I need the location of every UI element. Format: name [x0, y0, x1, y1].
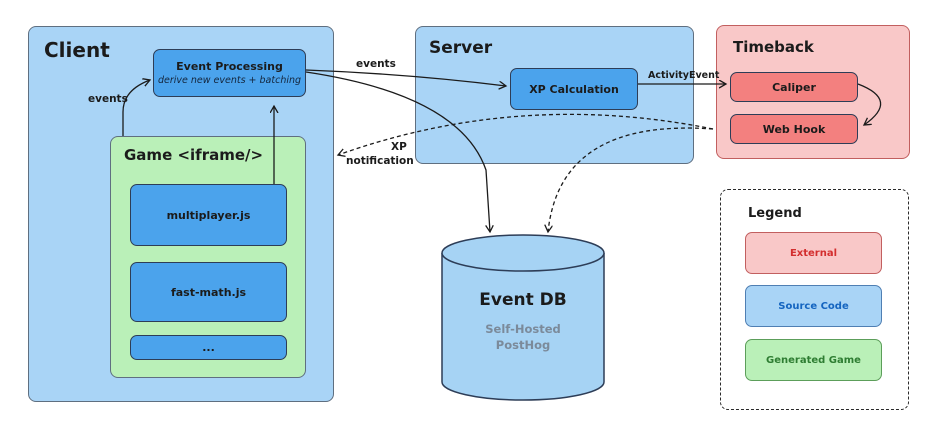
- event-processing-subtitle: derive new events + batching: [157, 75, 302, 86]
- events-client-label: events: [88, 93, 128, 105]
- timeback-group-title: Timeback: [733, 38, 814, 56]
- edge-xp-notification: [338, 113, 714, 155]
- caliper-node: Caliper: [730, 72, 858, 102]
- legend-title: Legend: [748, 206, 802, 221]
- xp-notification-label-line2: notification: [346, 155, 414, 167]
- xp-calculation-node: XP Calculation: [510, 68, 638, 110]
- edge-webhook-to-db: [548, 127, 714, 232]
- activity-event-label: ActivityEvent: [648, 70, 720, 81]
- event-processing-node: Event Processing derive new events + bat…: [153, 49, 306, 97]
- web-hook-node: Web Hook: [730, 114, 858, 144]
- edge-events-to-db: [305, 71, 490, 232]
- legend-source-code: Source Code: [745, 285, 882, 327]
- legend-generated-game: Generated Game: [745, 339, 882, 381]
- edge-events-to-xp: [305, 69, 506, 86]
- game-group-title: Game <iframe/>: [124, 146, 264, 164]
- fast-math-node: fast-math.js: [130, 262, 287, 322]
- event-db-title: Event DB: [479, 290, 567, 310]
- more-games-node: ...: [130, 335, 287, 360]
- event-db-subtitle-line2: PostHog: [495, 338, 551, 352]
- server-group-title: Server: [429, 38, 493, 58]
- event-processing-title: Event Processing: [176, 60, 283, 73]
- event-db-subtitle-line1: Self-Hosted: [485, 322, 561, 336]
- edge-game-to-event-processing: [122, 80, 150, 136]
- multiplayer-node: multiplayer.js: [130, 184, 287, 246]
- edge-caliper-to-webhook: [857, 83, 882, 125]
- legend-external: External: [745, 232, 882, 274]
- client-group-title: Client: [44, 38, 110, 62]
- events-server-label: events: [356, 58, 396, 70]
- xp-notification-label-line1: XP: [391, 141, 407, 153]
